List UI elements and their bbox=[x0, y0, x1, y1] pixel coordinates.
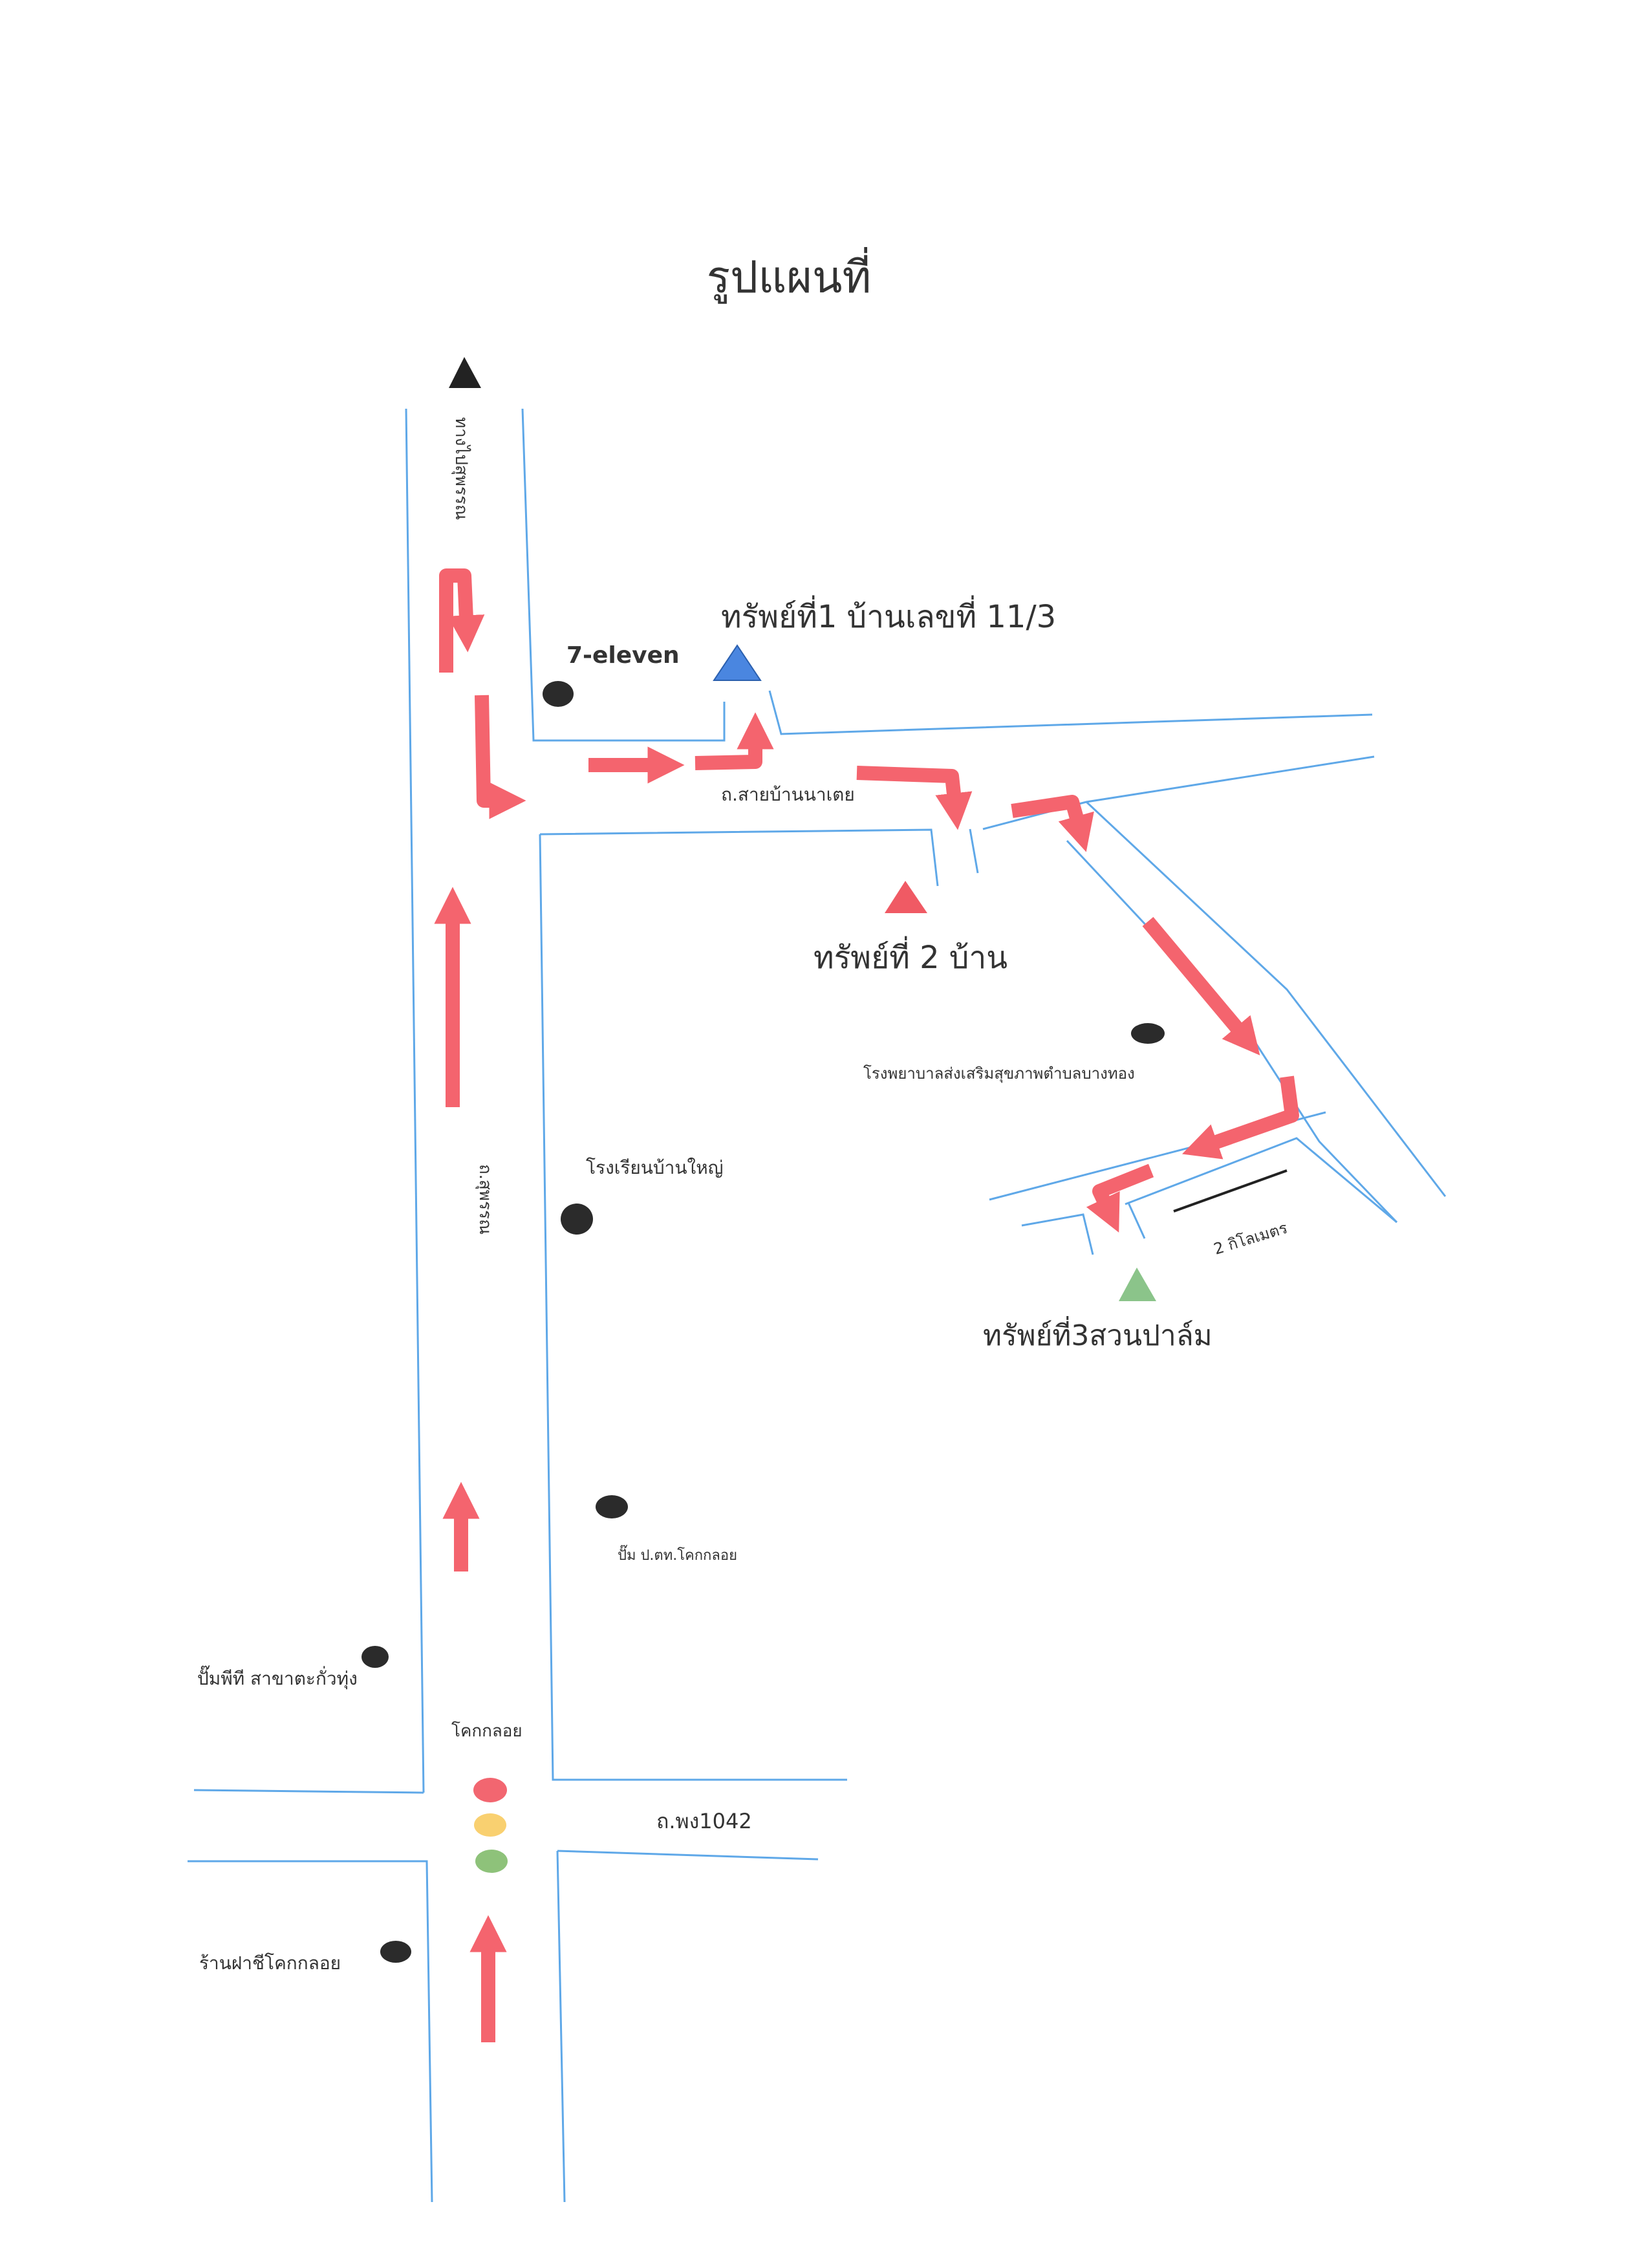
property-3-label: ทรัพย์ที่3สวนปาล์ม bbox=[983, 1315, 1212, 1352]
scale-bar bbox=[1173, 1169, 1288, 1213]
school-label: โรงเรียนบ้านใหญ่ bbox=[586, 1157, 724, 1178]
route-arrow bbox=[1182, 1075, 1299, 1160]
route-arrow bbox=[1086, 1163, 1154, 1233]
property-1-label: ทรัพย์ที่1 บ้านเลขที่ 11/3 bbox=[721, 595, 1056, 635]
gas-pump-pt-marker-icon bbox=[361, 1646, 389, 1668]
seven-eleven-marker-icon bbox=[543, 681, 574, 707]
landmark-markers bbox=[361, 681, 1165, 1963]
seven-eleven-label: 7-eleven bbox=[566, 642, 680, 669]
property-3-marker-icon bbox=[1119, 1268, 1156, 1301]
property-2-marker-icon bbox=[885, 881, 927, 913]
road-label-sai-ban-na-toei: ถ.สายบ้านนาเตย bbox=[721, 784, 855, 805]
khok-kloi-label: โคกกลอย bbox=[451, 1721, 523, 1741]
route-arrows bbox=[434, 568, 1299, 2042]
hospital-marker-icon bbox=[1131, 1023, 1165, 1044]
hospital-label: โรงพยาบาลส่งเสริมสุขภาพตำบลบางทอง bbox=[863, 1064, 1135, 1083]
property-1-marker-icon bbox=[713, 644, 762, 681]
gas-pump-ptt-marker-icon bbox=[596, 1495, 628, 1518]
pharmacy-marker-icon bbox=[380, 1941, 411, 1963]
road-label-pg1042: ถ.พง1042 bbox=[656, 1809, 752, 1833]
route-arrow bbox=[856, 766, 973, 830]
gas-pump-pt-label: ปั๊มพีที สาขาตะกั่วทุ่ง bbox=[197, 1665, 358, 1690]
pharmacy-label: ร้านฝาชีโคกกลอย bbox=[199, 1952, 341, 1974]
road-network bbox=[188, 408, 1447, 2203]
school-marker-icon bbox=[561, 1204, 593, 1235]
map-title: รูปแผนที่ bbox=[707, 247, 872, 304]
route-arrow bbox=[1142, 916, 1260, 1055]
route-arrow bbox=[439, 568, 485, 673]
route-arrow bbox=[475, 695, 526, 819]
route-arrow bbox=[695, 712, 774, 770]
north-marker-icon bbox=[449, 357, 481, 388]
road-label-main-vertical: ถ.สุพรรณ bbox=[475, 1164, 495, 1235]
property-2-label: ทรัพย์ที่ 2 บ้าน bbox=[814, 936, 1008, 976]
road-label-upper-vertical: ทางไปสุพรรณ bbox=[451, 417, 471, 520]
gas-pump-ptt-label: ปั๊ม ป.ตท.โคกกลอย bbox=[618, 1544, 737, 1564]
route-arrow bbox=[1011, 795, 1094, 852]
distance-label: 2 กิโลเมตร bbox=[1212, 1219, 1290, 1258]
traffic-light-icon bbox=[473, 1778, 508, 1873]
